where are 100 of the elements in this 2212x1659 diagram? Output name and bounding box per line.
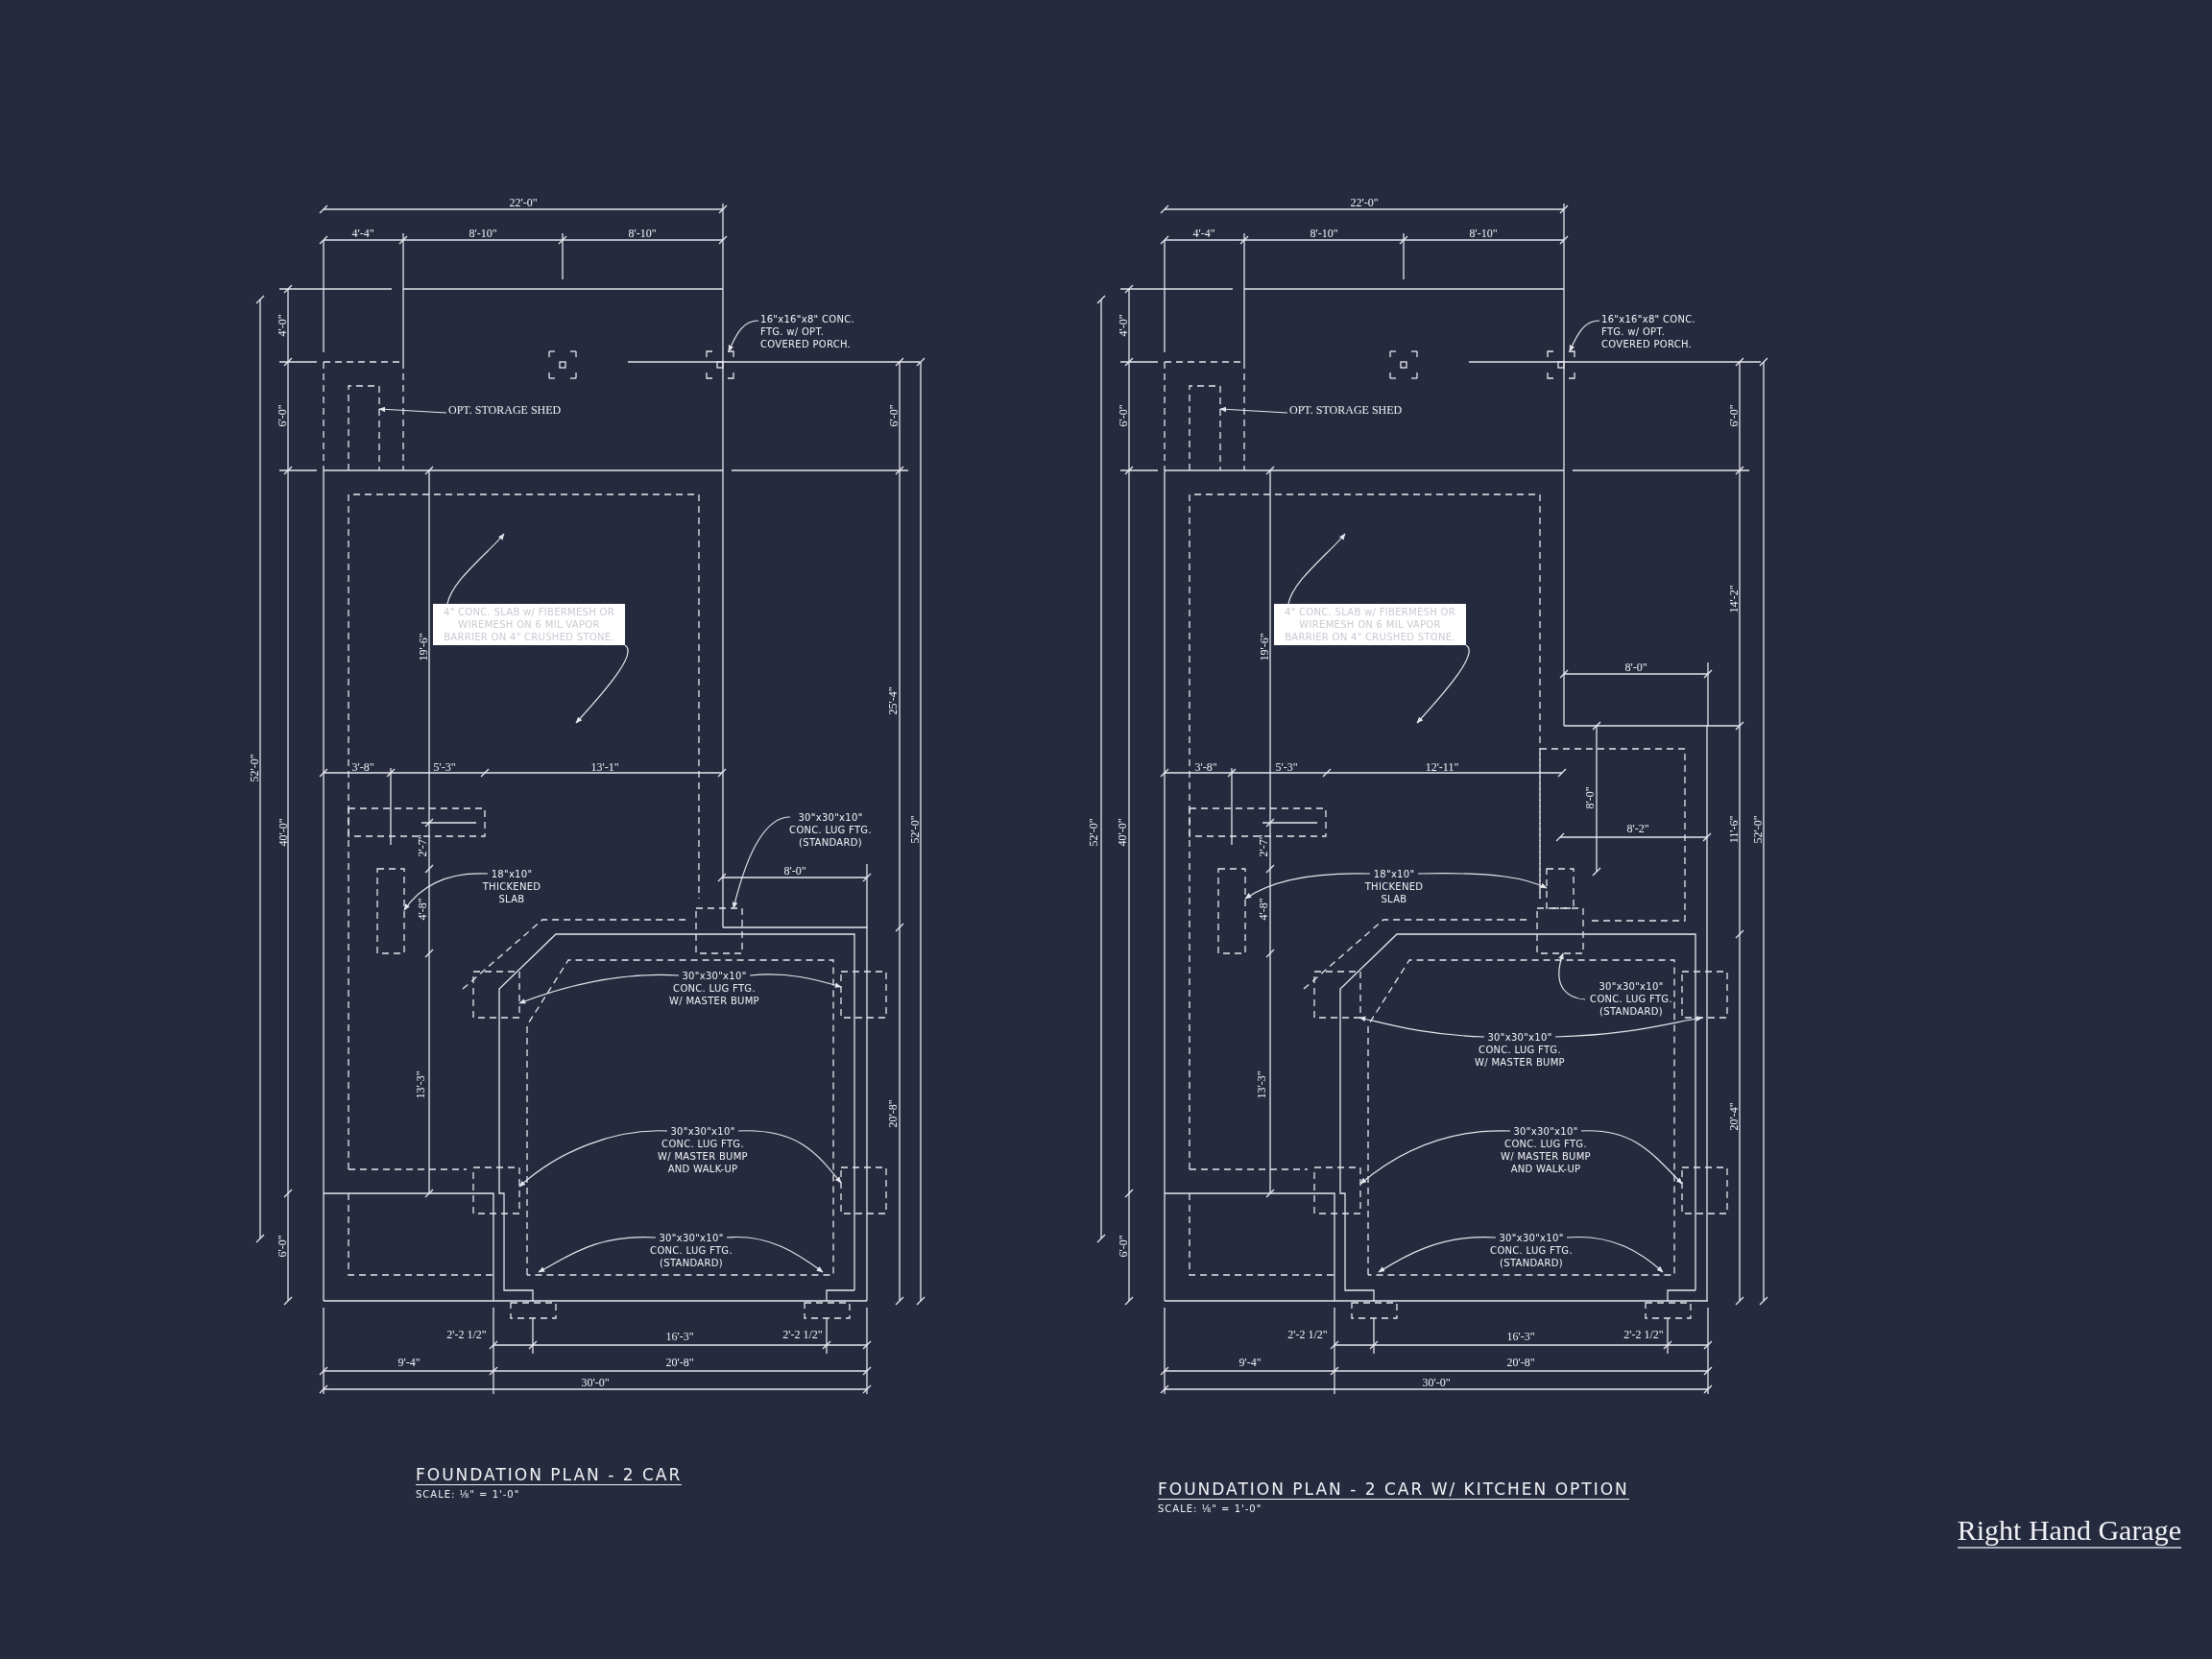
- dimension-label: 14'-2": [1727, 585, 1741, 613]
- leader-line: [1569, 320, 1600, 352]
- dimension-label: 9'-4": [397, 1356, 421, 1369]
- footing-outline: [1546, 868, 1575, 909]
- footing-outline: [1217, 868, 1246, 954]
- callout-note: 30"x30"x10" CONC. LUG FTG. W/ MASTER BUMP: [1472, 1031, 1568, 1069]
- callout-note: 16"x16"x8" CONC. FTG. w/ OPT. COVERED PORCH.: [760, 313, 866, 350]
- dimension-label: 8'-0": [1624, 661, 1647, 674]
- footing-outline: [1681, 1166, 1728, 1214]
- leader-line: [403, 873, 489, 911]
- leader-line: [1358, 1016, 1485, 1038]
- leader-line: [538, 1237, 657, 1273]
- callout-note: 30"x30"x10" CONC. LUG FTG. (STANDARD): [643, 1232, 739, 1269]
- dimension-label: 16'-3": [665, 1330, 694, 1343]
- callout-note: 30"x30"x10" CONC. LUG FTG. (STANDARD): [782, 811, 878, 849]
- scale-note: SCALE: ⅛" = 1'-0": [416, 1489, 520, 1501]
- leader-line: [1554, 1016, 1703, 1038]
- dimension-label: 22'-0": [1350, 196, 1379, 209]
- callout-note: OPT. STORAGE SHED: [448, 404, 568, 417]
- leader-line: [1244, 873, 1371, 900]
- dimension-label: 4'-0": [1117, 314, 1130, 337]
- leader-line: [1580, 1130, 1683, 1185]
- dimension-label: 8'-0": [783, 864, 806, 878]
- dimension-label: 25'-4": [886, 686, 900, 715]
- dimension-label: 6'-0": [1727, 404, 1741, 427]
- dimension-label: 22'-0": [509, 196, 538, 209]
- plan-title: FOUNDATION PLAN - 2 CAR: [416, 1465, 683, 1485]
- footing-outline: [840, 971, 887, 1019]
- leader-line: [728, 320, 759, 352]
- leader-line: [1359, 1130, 1511, 1185]
- dimension-label: 19'-6": [417, 633, 430, 661]
- storage-shed-outline: [348, 385, 380, 471]
- dimension-label: 20'-4": [1727, 1102, 1741, 1131]
- footing-outline: [1681, 971, 1728, 1019]
- leader-line: [1287, 533, 1346, 605]
- dimension-label: 2'-2 1/2": [1623, 1328, 1664, 1341]
- dimension-label: 52'-0": [248, 754, 261, 782]
- dimension-label: 5'-3": [1275, 760, 1298, 774]
- dimension-label: 52'-0": [1087, 818, 1100, 847]
- dimension-label: 8'-2": [1626, 822, 1649, 835]
- callout-note: 30"x30"x10" CONC. LUG FTG. W/ MASTER BUMP: [666, 970, 762, 1007]
- dimension-label: 6'-0": [1117, 1235, 1130, 1258]
- callout-note: 18"x10" THICKENED SLAB: [1360, 868, 1428, 905]
- dimension-label: 8'-10": [469, 227, 497, 240]
- callout-note: 30"x30"x10" CONC. LUG FTG. W/ MASTER BUMP AND WALK-UP: [655, 1125, 751, 1175]
- callout-note: OPT. STORAGE SHED: [1289, 404, 1409, 417]
- dimension-label: 2'-2 1/2": [782, 1328, 823, 1341]
- dimension-label: 13'-3": [414, 1070, 427, 1099]
- dimension-label: 20'-8": [665, 1356, 694, 1369]
- dimension-label: 8'-0": [1583, 786, 1597, 809]
- post-footing: [1547, 350, 1575, 379]
- footing-outline: [472, 1166, 520, 1214]
- footing-outline: [1536, 907, 1584, 954]
- callout-note: 16"x16"x8" CONC. FTG. w/ OPT. COVERED PORCH.: [1601, 313, 1707, 350]
- dimension-label: 2'-2 1/2": [1287, 1328, 1328, 1341]
- dimension-label: 52'-0": [1751, 815, 1765, 844]
- leader-line: [518, 974, 680, 1004]
- dimension-label: 20'-8": [1506, 1356, 1535, 1369]
- dimension-label: 52'-0": [908, 815, 922, 844]
- leader-line: [1416, 644, 1470, 724]
- dimension-label: 19'-6": [1258, 633, 1271, 661]
- footing-outline: [695, 907, 743, 954]
- plan-title: FOUNDATION PLAN - 2 CAR W/ KITCHEN OPTION: [1158, 1479, 1629, 1500]
- leader-line: [1219, 406, 1288, 414]
- dimension-label: 8'-10": [1469, 227, 1498, 240]
- leader-line: [737, 1130, 842, 1184]
- dimension-label: 40'-0": [1116, 818, 1129, 847]
- dimension-label: 8'-10": [628, 227, 657, 240]
- dimension-label: 12'-11": [1425, 760, 1459, 774]
- dimension-label: 2'-7": [1257, 834, 1270, 857]
- callout-note: 18"x10" THICKENED SLAB: [478, 868, 545, 905]
- leader-line: [1566, 1236, 1664, 1273]
- storage-shed-outline: [1189, 385, 1221, 471]
- footing-outline: [840, 1166, 887, 1214]
- leader-line: [446, 533, 505, 605]
- leader-line: [1378, 1237, 1497, 1273]
- dimension-label: 11'-6": [1727, 815, 1741, 844]
- dimension-label: 3'-8": [1194, 760, 1217, 774]
- dimension-label: 6'-0": [887, 404, 901, 427]
- dimension-label: 13'-1": [590, 760, 619, 774]
- footing-outline: [1313, 1166, 1361, 1214]
- leader-line: [378, 406, 447, 414]
- dimension-label: 2'-7": [416, 834, 429, 857]
- dimension-label: 3'-8": [351, 760, 374, 774]
- dimension-label: 20'-8": [886, 1099, 900, 1128]
- dimension-label: 2'-2 1/2": [446, 1328, 487, 1341]
- dimension-label: 9'-4": [1238, 1356, 1262, 1369]
- leader-line: [749, 974, 842, 988]
- post-footing: [706, 350, 734, 379]
- dimension-label: 40'-0": [276, 818, 290, 847]
- dimension-label: 30'-0": [1422, 1376, 1451, 1389]
- footing-outline: [376, 868, 405, 954]
- dimension-label: 6'-0": [276, 1235, 289, 1258]
- dimension-label: 4'-8": [416, 898, 429, 921]
- callout-note: 30"x30"x10" CONC. LUG FTG. (STANDARD): [1483, 1232, 1579, 1269]
- dimension-label: 4'-4": [1192, 227, 1215, 240]
- leader-line: [518, 1130, 668, 1188]
- dimension-label: 8'-10": [1310, 227, 1338, 240]
- dimension-label: 4'-8": [1257, 898, 1270, 921]
- leader-line: [732, 816, 791, 909]
